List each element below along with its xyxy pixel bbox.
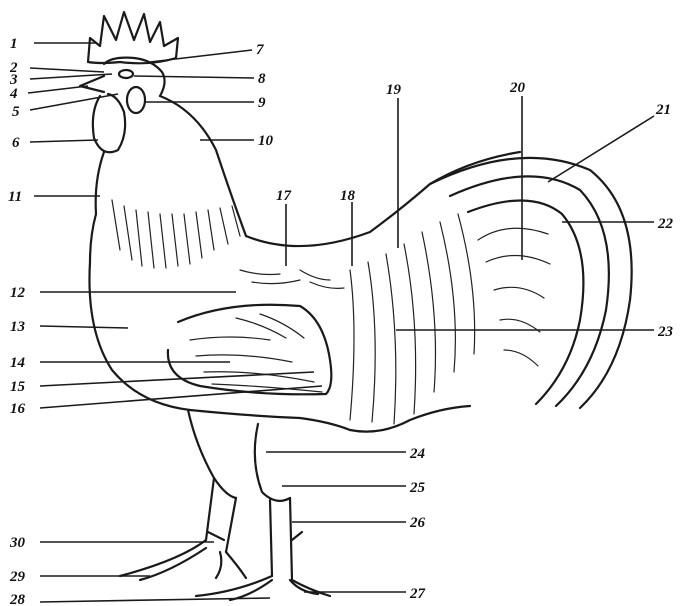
label-14: 14 <box>10 355 26 371</box>
label-27: 27 <box>409 586 426 602</box>
label-11: 11 <box>8 189 22 205</box>
label-30: 30 <box>9 535 26 551</box>
label-26: 26 <box>409 515 426 531</box>
wing-feathers <box>190 314 322 392</box>
callout-labels: 1 2 3 4 5 6 7 8 9 10 11 12 13 14 15 16 1… <box>8 36 674 606</box>
label-5: 5 <box>12 104 20 120</box>
wing-bow-feathers <box>240 270 344 288</box>
beak <box>80 76 104 92</box>
breast-belly <box>89 262 350 430</box>
label-12: 12 <box>10 285 26 301</box>
label-1: 1 <box>10 36 18 52</box>
foot-right <box>196 576 330 600</box>
wattle <box>93 94 125 152</box>
thigh-left <box>188 410 236 498</box>
label-9: 9 <box>258 95 266 111</box>
saddle-hackles <box>350 214 475 424</box>
label-24: 24 <box>409 446 426 462</box>
tail-sickle-3 <box>468 200 583 404</box>
tail-sickle-1 <box>430 158 632 408</box>
neck-front <box>90 152 104 262</box>
label-17: 17 <box>276 188 292 204</box>
label-6: 6 <box>12 135 20 151</box>
label-10: 10 <box>258 133 274 149</box>
comb <box>88 12 178 63</box>
label-29: 29 <box>9 569 26 585</box>
spur-left <box>208 532 224 540</box>
hackle-fringe <box>112 200 240 268</box>
label-19: 19 <box>386 82 402 98</box>
shank-left <box>206 478 236 552</box>
tail-coverts <box>478 228 550 366</box>
thigh-right <box>255 424 290 501</box>
label-16: 16 <box>10 401 26 417</box>
label-7: 7 <box>256 42 264 58</box>
neck-back <box>160 96 246 236</box>
fluff <box>350 406 470 432</box>
label-13: 13 <box>10 319 26 335</box>
label-15: 15 <box>10 379 26 395</box>
spur-right <box>292 532 302 540</box>
label-21: 21 <box>655 102 671 118</box>
label-22: 22 <box>657 216 674 232</box>
label-23: 23 <box>657 324 674 340</box>
label-20: 20 <box>509 80 526 96</box>
label-28: 28 <box>9 592 26 606</box>
label-25: 25 <box>409 480 426 496</box>
label-4: 4 <box>9 86 18 102</box>
eye <box>119 70 133 78</box>
leader-lines <box>28 43 654 602</box>
shank-right <box>270 498 292 580</box>
rooster-illustration <box>80 12 632 600</box>
earlobe <box>127 87 145 113</box>
label-8: 8 <box>258 71 266 87</box>
label-18: 18 <box>340 188 356 204</box>
